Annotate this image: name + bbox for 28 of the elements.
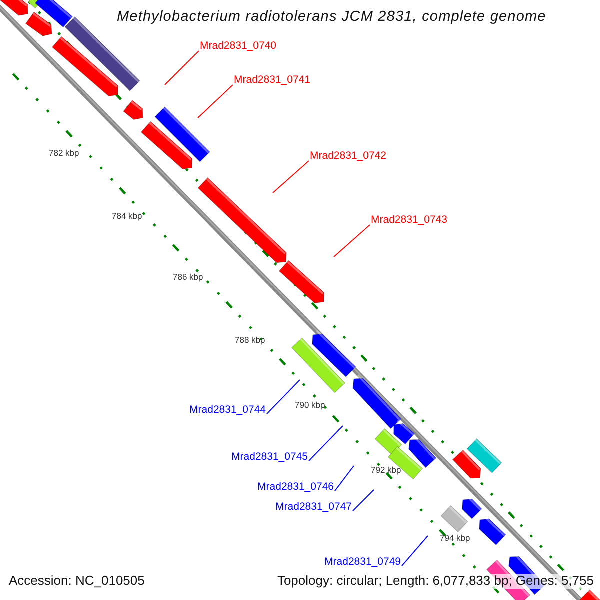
scale-label: 794 kbp [440,534,470,544]
leader-line [308,426,344,462]
scale-label: 782 kbp [49,149,80,159]
leader-line [198,84,234,118]
leader-line [402,536,428,567]
map-title: Methylobacterium radiotolerans JCM 2831, complete genome [117,9,546,26]
scale-label: 790 kbp [295,401,326,411]
gene-name-label: Mrad2831_0744 [190,404,266,416]
gene-name-label: Mrad2831_0741 [234,74,310,86]
leader-line [334,466,354,492]
gene-name-label: Mrad2831_0746 [258,481,334,494]
gene-name-label: Mrad2831_0749 [324,556,401,568]
gene-name-label: Mrad2831_0743 [371,214,448,226]
accession-text: Accession: NC_010505 [9,574,145,589]
gene-name-label: Mrad2831_0747 [276,501,352,514]
genome-summary-text: Topology: circular; Length: 6,077,833 bp; Genes: 5,755 [275,574,596,589]
leader-line [352,490,374,512]
leader-line [334,224,370,258]
scale-label: 784 kbp [112,212,142,222]
gene-name-label: Mrad2831_0745 [232,451,308,464]
scale-label: 786 kbp [173,273,204,283]
scale-label: 788 kbp [235,336,266,346]
leader-line [164,50,200,86]
leader-line [266,380,300,415]
gene-name-label: Mrad2831_0740 [200,40,276,52]
scale-label: 792 kbp [371,466,402,476]
leader-line [272,160,310,194]
gene-name-label: Mrad2831_0742 [310,150,386,162]
